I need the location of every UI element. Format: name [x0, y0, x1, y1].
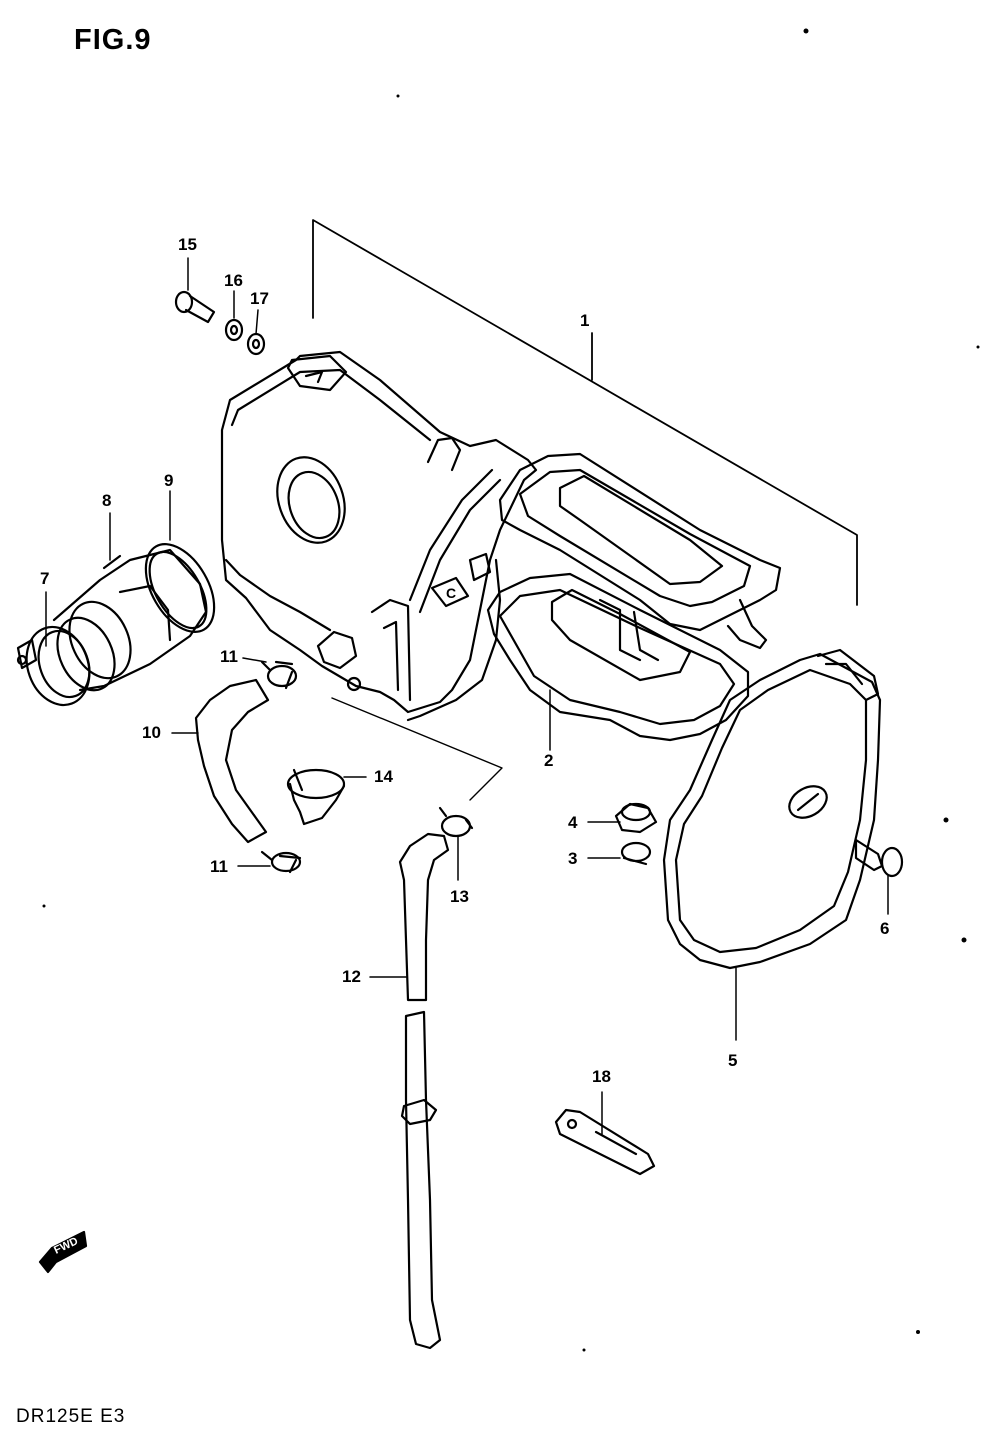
callout-8: 8: [102, 491, 112, 510]
callout-10: 10: [142, 723, 161, 742]
cap-4: [614, 802, 658, 834]
callout-1: 1: [580, 311, 590, 330]
scan-specks: [42, 28, 980, 1352]
clip-11-upper: [260, 660, 298, 690]
callout-11-lower: 11: [210, 857, 228, 876]
callout-17: 17: [250, 289, 269, 308]
intake-pipe-8: [52, 548, 208, 692]
clamp-3: [620, 841, 652, 866]
callout-13: 13: [450, 887, 469, 906]
callout-12: 12: [342, 967, 361, 986]
washer-16: [224, 318, 244, 342]
callout-15: 15: [178, 235, 197, 254]
clamp-7: [16, 625, 91, 707]
air-cleaner-element: [486, 452, 782, 742]
callout-11-upper: 11: [220, 647, 238, 666]
callout-9: 9: [164, 471, 174, 490]
callout-5: 5: [728, 1051, 738, 1070]
figure-title: FIG.9: [74, 24, 152, 56]
bracket-18: [554, 1108, 656, 1176]
fwd-arrow: FWD: [38, 1230, 88, 1274]
callout-16: 16: [224, 271, 243, 290]
bolt-15: [174, 290, 216, 324]
model-code: DR125E E3: [16, 1406, 126, 1427]
hose-routing-line: [331, 697, 503, 801]
callout-4: 4: [568, 813, 578, 832]
cap-14: [286, 768, 346, 826]
seal-ring-9: [144, 543, 216, 633]
callout-3: 3: [568, 849, 578, 868]
hose-10: [194, 678, 270, 844]
air-cleaner-case: C: [220, 350, 538, 722]
callout-14: 14: [374, 767, 393, 786]
drain-tube-12: [398, 832, 450, 1350]
clamp-13: [438, 806, 474, 838]
callout-2: 2: [544, 751, 554, 770]
callout-6: 6: [880, 919, 890, 938]
svg-text:C: C: [446, 585, 456, 601]
clip-11-lower: [260, 850, 302, 874]
air-cleaner-cap: [662, 648, 882, 970]
washer-17: [246, 332, 266, 356]
screw-6: [854, 838, 904, 878]
callout-18: 18: [592, 1067, 611, 1086]
assembly-bracket-1: [312, 219, 858, 606]
callout-7: 7: [40, 569, 50, 588]
leader-lines: [45, 257, 889, 1135]
